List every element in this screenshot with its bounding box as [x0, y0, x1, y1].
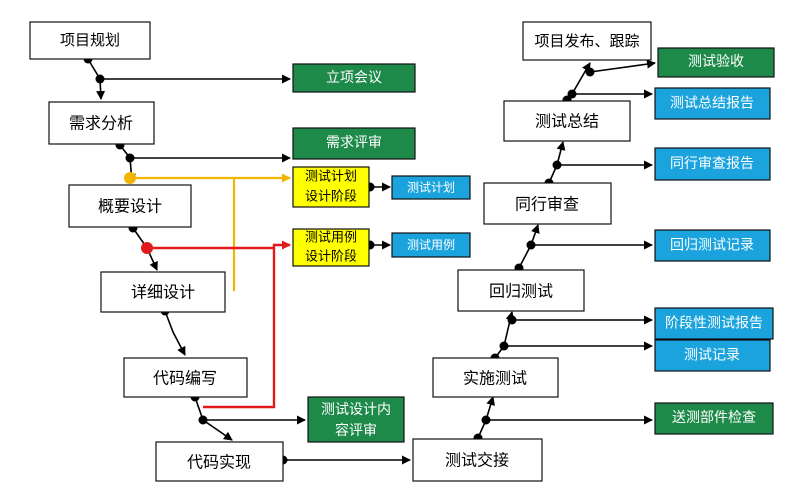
process-label: 代码实现	[187, 453, 251, 472]
process-label: 测试总结	[535, 112, 599, 131]
blue-box-phase-test-report: 阶段性测试报告	[654, 307, 774, 340]
process-label: 回归测试	[489, 282, 553, 301]
red-from-coding	[203, 248, 276, 409]
flow-detailed-to-coding	[164, 310, 186, 356]
green-label: 容评审	[335, 422, 377, 439]
blue-label: 同行审查报告	[670, 156, 754, 172]
green-label: 需求评审	[326, 135, 382, 151]
green-box-test-design-review: 测试设计内 容评审	[307, 396, 405, 443]
yellow-label: 设计阶段	[305, 190, 357, 205]
process-label: 同行审查	[515, 195, 579, 214]
junction-dot	[526, 240, 536, 250]
blue-box-peer-review-report: 同行审查报告	[654, 147, 771, 181]
process-box-coding: 代码编写	[123, 357, 248, 398]
yellow-test-plan-branch	[232, 173, 291, 291]
green-box-kickoff-meeting: 立项会议	[292, 63, 416, 93]
junction-dot	[481, 415, 491, 425]
blue-box-test-plan: 测试计划	[391, 175, 471, 200]
process-box-test-summary: 测试总结	[503, 100, 631, 142]
process-label: 项目规划	[60, 31, 120, 49]
green-box-requirements-review: 需求评审	[292, 127, 416, 160]
process-label: 实施测试	[463, 369, 527, 388]
blue-box-regression-test-record: 回归测试记录	[654, 229, 771, 262]
red-test-case-branch	[147, 240, 291, 250]
blue-label: 回归测试记录	[670, 237, 754, 254]
process-label: 测试交接	[445, 451, 509, 470]
process-label: 需求分析	[69, 114, 133, 133]
junction-dot	[198, 415, 208, 425]
green-label: 测试设计内	[321, 402, 391, 418]
process-label: 详细设计	[131, 283, 195, 302]
junction-dot	[95, 74, 105, 84]
process-box-requirements-analysis: 需求分析	[48, 101, 155, 145]
blue-box-test-summary-report: 测试总结报告	[654, 87, 771, 120]
process-box-detailed-design: 详细设计	[100, 271, 226, 313]
green-label: 测试验收	[688, 54, 744, 70]
blue-box-test-record: 测试记录	[654, 339, 771, 372]
process-label: 代码编写	[153, 369, 217, 388]
green-label: 立项会议	[326, 70, 382, 86]
yellow-box-test-case-design-phase: 测试用例 设计阶段	[292, 228, 370, 267]
process-box-test-handover: 测试交接	[412, 438, 543, 482]
green-box-submit-component-inspection: 送测部件检查	[654, 402, 774, 435]
process-box-project-planning: 项目规划	[29, 21, 151, 60]
blue-label: 测试计划	[407, 180, 455, 195]
process-box-peer-review: 同行审查	[483, 182, 612, 225]
green-label: 送测部件检查	[672, 410, 756, 426]
blue-label: 阶段性测试报告	[665, 316, 763, 332]
blue-label: 测试用例	[407, 237, 455, 252]
process-box-code-implementation: 代码实现	[155, 441, 284, 482]
junction-dot-red	[141, 242, 153, 254]
junction-dot-yellow	[124, 172, 136, 184]
green-box-test-acceptance: 测试验收	[657, 47, 775, 78]
blue-label: 测试记录	[684, 348, 740, 364]
flow-to-test-acceptance	[589, 59, 656, 73]
yellow-label: 测试计划	[305, 170, 357, 185]
junction-dot	[507, 315, 517, 325]
process-box-high-level-design: 概要设计	[68, 184, 192, 228]
junction-dot	[585, 67, 595, 77]
blue-box-test-cases: 测试用例	[391, 232, 471, 258]
yellow-label: 设计阶段	[305, 250, 357, 265]
process-label: 概要设计	[98, 197, 162, 216]
junction-dot	[125, 153, 135, 163]
junction-dot	[499, 341, 509, 351]
yellow-box-test-plan-design-phase: 测试计划 设计阶段	[292, 166, 370, 208]
process-label: 项目发布、跟踪	[534, 32, 639, 50]
blue-label: 测试总结报告	[670, 96, 754, 112]
yellow-label: 测试用例	[305, 231, 357, 246]
process-box-implement-testing: 实施测试	[432, 357, 559, 398]
process-box-project-release: 项目发布、跟踪	[522, 21, 652, 61]
process-box-regression-testing: 回归测试	[457, 269, 585, 312]
junction-dot	[567, 89, 577, 99]
junction-dot	[552, 160, 562, 170]
